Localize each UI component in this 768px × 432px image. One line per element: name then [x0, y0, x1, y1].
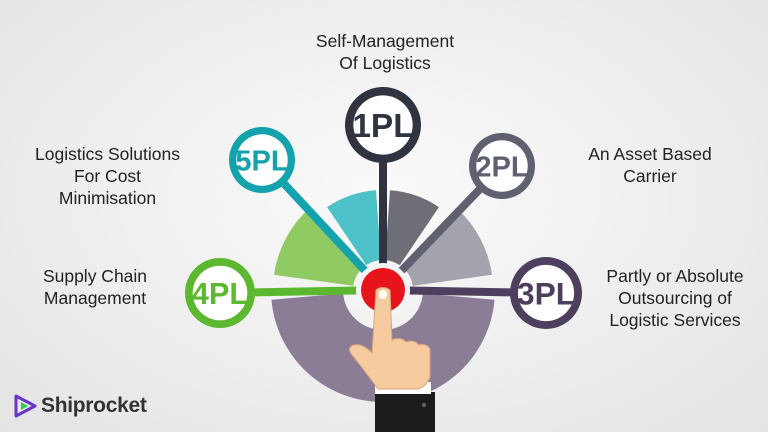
- badge-label: 3PL: [517, 276, 575, 312]
- segment-5pl: [327, 190, 381, 266]
- node-1pl: 1PL: [345, 87, 421, 163]
- badge-label: 4PL: [192, 276, 248, 311]
- label-line: Logistic Services: [609, 310, 741, 330]
- segment-4pl: [274, 208, 363, 286]
- segment-1pl: [385, 190, 439, 266]
- shiprocket-logo-icon: [14, 394, 37, 418]
- brand-name: Shiprocket: [41, 394, 147, 417]
- label-2pl: An Asset Based Carrier: [560, 143, 740, 187]
- label-line: Logistics Solutions: [35, 144, 180, 164]
- label-5pl: Logistics Solutions For Cost Minimisatio…: [10, 143, 205, 209]
- label-line: Management: [43, 288, 147, 308]
- label-line: Self-Management: [315, 31, 455, 51]
- badge-label: 2PL: [475, 152, 528, 184]
- label-line: Of Logistics: [339, 53, 431, 73]
- label-line: Carrier: [623, 166, 677, 186]
- node-4pl: 4PL: [185, 258, 255, 328]
- label-line: An Asset Based: [588, 144, 712, 164]
- label-line: Minimisation: [58, 188, 157, 208]
- label-4pl: Supply Chain Management: [10, 265, 180, 309]
- label-3pl: Partly or Absolute Outsourcing of Logist…: [580, 265, 768, 331]
- label-line: Supply Chain: [42, 266, 148, 286]
- node-5pl: 5PL: [229, 127, 295, 193]
- shiprocket-logo: Shiprocket: [12, 393, 147, 419]
- badge-label: 5PL: [235, 146, 288, 178]
- segment-2pl: [403, 208, 492, 286]
- label-line: For Cost: [73, 166, 142, 186]
- label-line: Outsourcing of: [618, 288, 732, 308]
- badge-label: 1PL: [352, 108, 413, 145]
- pointing-hand-icon: [348, 287, 435, 432]
- node-3pl: 3PL: [510, 257, 582, 329]
- label-line: Partly or Absolute: [606, 266, 744, 286]
- label-1pl: Self-Management Of Logistics: [280, 30, 490, 74]
- node-2pl: 2PL: [469, 133, 535, 199]
